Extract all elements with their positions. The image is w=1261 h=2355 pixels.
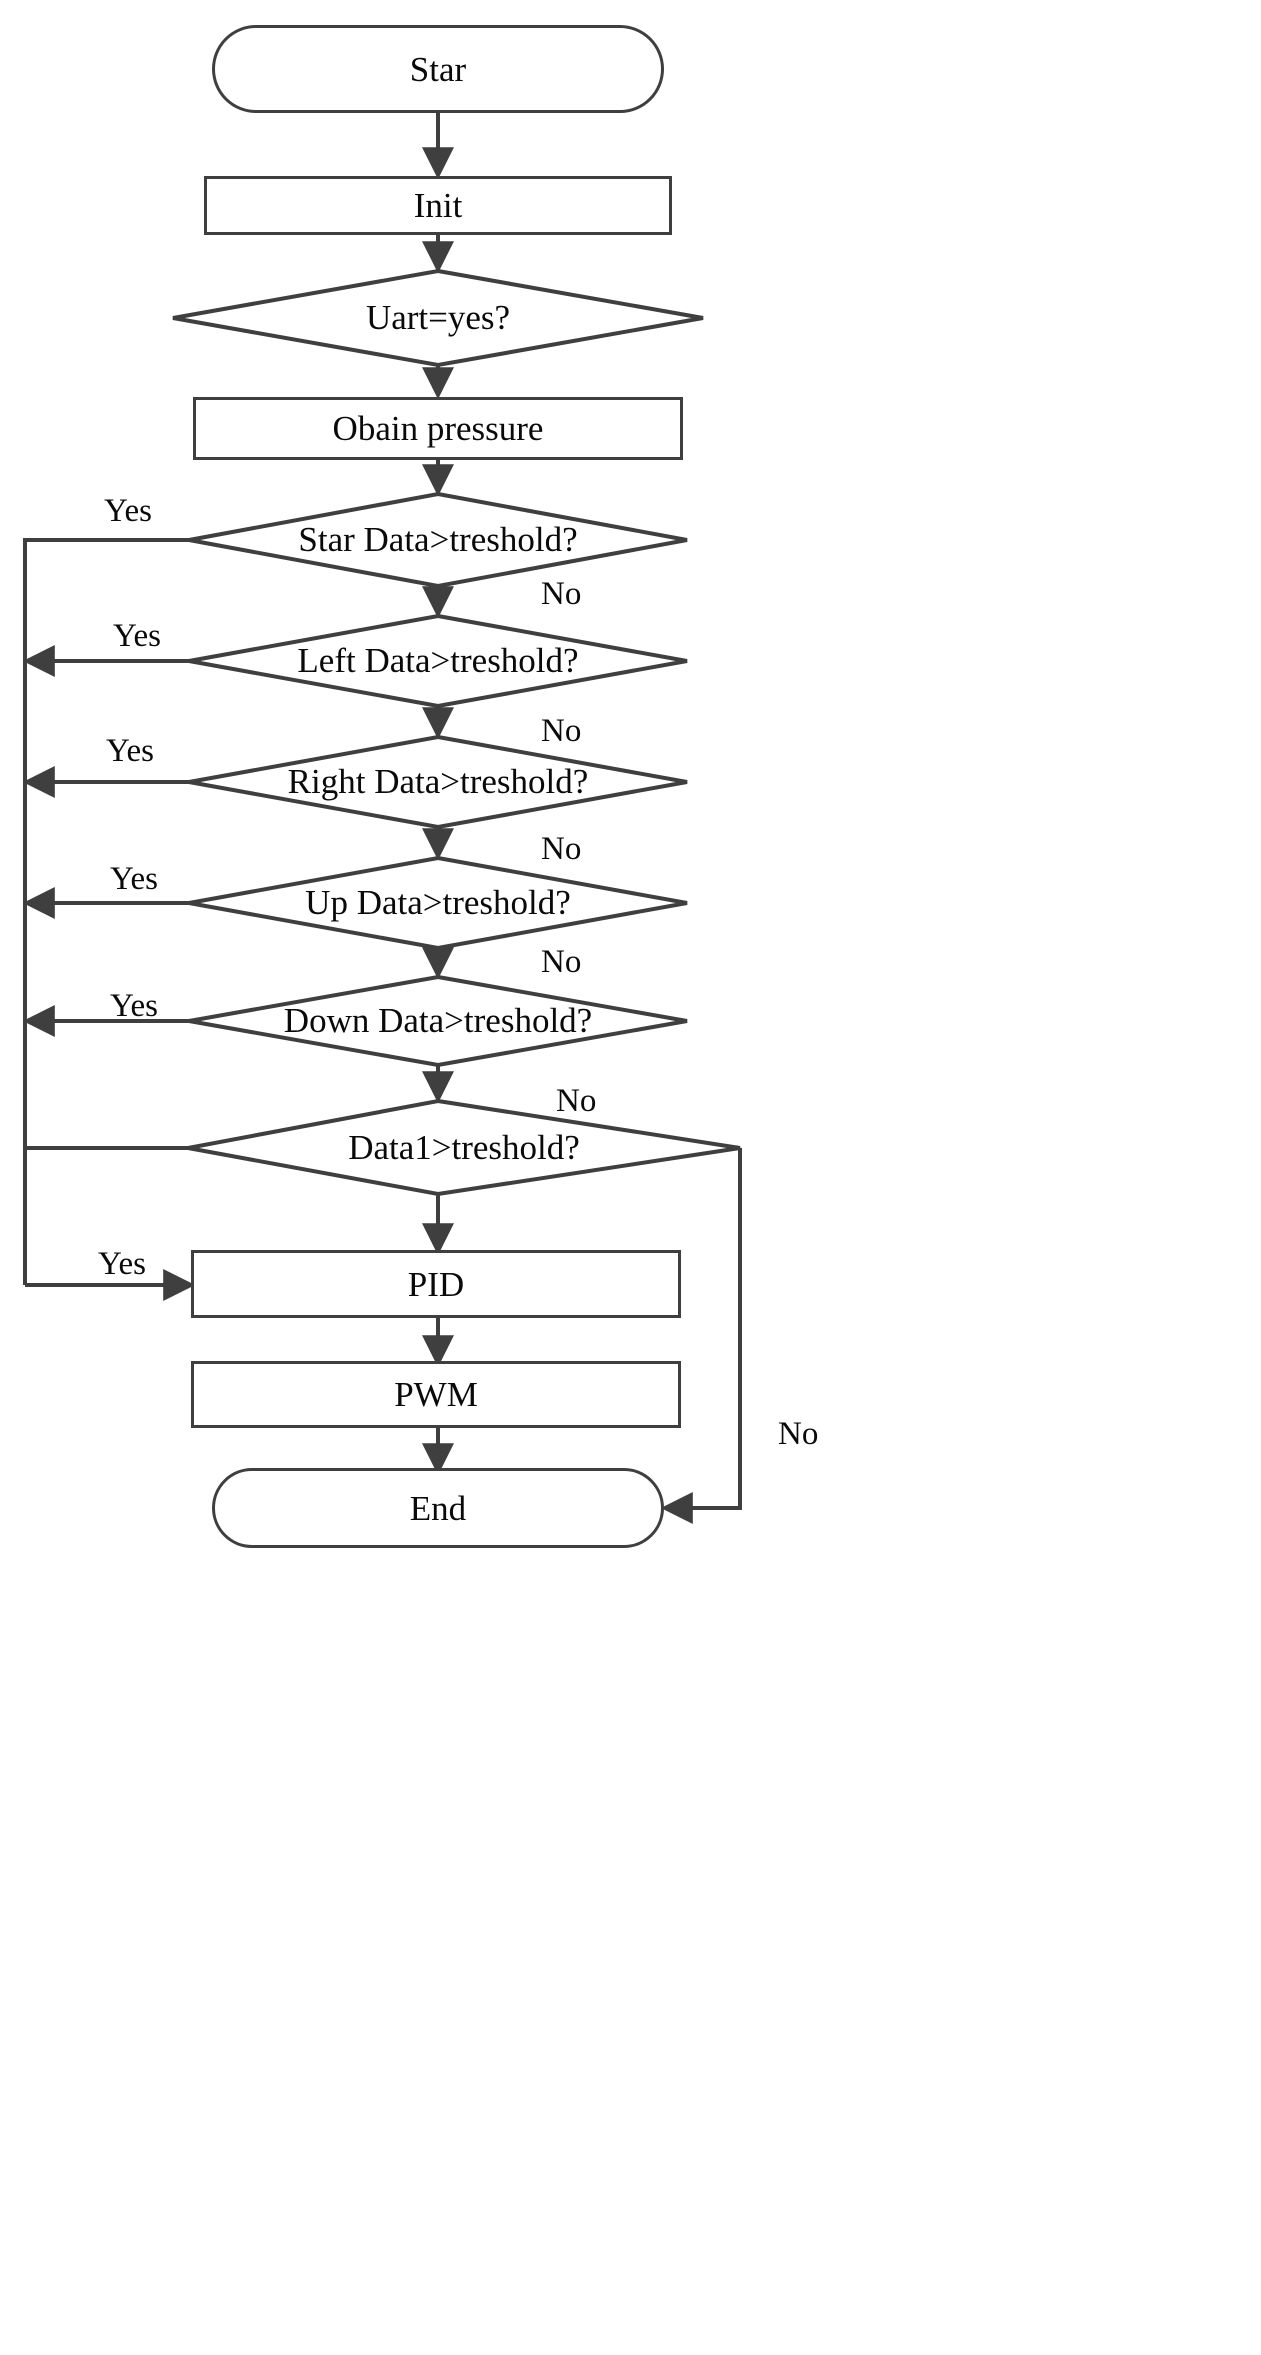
- node-decision-star-data-label: Star Data>treshold?: [298, 520, 578, 559]
- diamond-data1-outline: [187, 1098, 741, 1197]
- diamond-uart-outline: [172, 268, 704, 368]
- node-pwm-label: PWM: [394, 1375, 478, 1414]
- edge-label-no-up: No: [541, 944, 582, 980]
- node-start-label: Star: [409, 49, 467, 89]
- edge-label-yes-right: Yes: [106, 733, 155, 769]
- edge-label-yes-pid: Yes: [98, 1246, 147, 1282]
- node-decision-star-data[interactable]: Star Data>treshold?: [189, 494, 687, 586]
- node-decision-right-data[interactable]: Right Data>treshold?: [189, 737, 687, 827]
- node-pid-label: PID: [407, 1264, 465, 1304]
- node-init[interactable]: Init: [204, 176, 672, 235]
- node-decision-down-data[interactable]: Down Data>treshold?: [189, 977, 687, 1065]
- node-decision-data1-label: Data1>treshold?: [348, 1127, 580, 1167]
- node-obtain-pressure[interactable]: Obain pressure: [193, 397, 683, 460]
- edge-yes-star-rail: [23, 538, 189, 1285]
- node-end[interactable]: End: [212, 1468, 664, 1548]
- node-decision-right-data-label: Right Data>treshold?: [287, 762, 589, 801]
- node-obtain-pressure-label: Obain pressure: [332, 409, 544, 448]
- node-decision-data1[interactable]: Data1>treshold?: [188, 1101, 740, 1194]
- node-decision-left-data[interactable]: Left Data>treshold?: [189, 616, 687, 706]
- diamond-right-outline: [188, 734, 688, 830]
- diamond-left-outline: [188, 613, 688, 709]
- node-decision-up-data-label: Up Data>treshold?: [305, 883, 571, 922]
- edge-label-no-end: No: [778, 1416, 819, 1452]
- node-decision-left-data-label: Left Data>treshold?: [297, 641, 579, 680]
- edge-label-no-right: No: [541, 831, 582, 867]
- edge-label-yes-down: Yes: [110, 988, 159, 1024]
- node-pid[interactable]: PID: [191, 1250, 681, 1318]
- node-end-label: End: [409, 1488, 467, 1528]
- node-decision-up-data[interactable]: Up Data>treshold?: [189, 858, 687, 948]
- edge-label-yes-star: Yes: [104, 493, 153, 529]
- node-pwm[interactable]: PWM: [191, 1361, 681, 1428]
- node-uart-label: Uart=yes?: [365, 298, 511, 337]
- node-init-label: Init: [413, 186, 463, 225]
- edge-label-no-left: No: [541, 713, 582, 749]
- edge-no-data1-end: [660, 1148, 742, 1524]
- node-start[interactable]: Star: [212, 25, 664, 113]
- edge-label-no-down: No: [556, 1083, 597, 1119]
- node-decision-down-data-label: Down Data>treshold?: [283, 1001, 593, 1040]
- edge-label-yes-left: Yes: [113, 618, 162, 654]
- diamond-down-outline: [188, 974, 688, 1068]
- node-uart[interactable]: Uart=yes?: [173, 271, 703, 365]
- diamond-star-outline: [188, 491, 688, 589]
- edge-label-yes-up: Yes: [110, 861, 159, 897]
- edge-label-no-star: No: [541, 576, 582, 612]
